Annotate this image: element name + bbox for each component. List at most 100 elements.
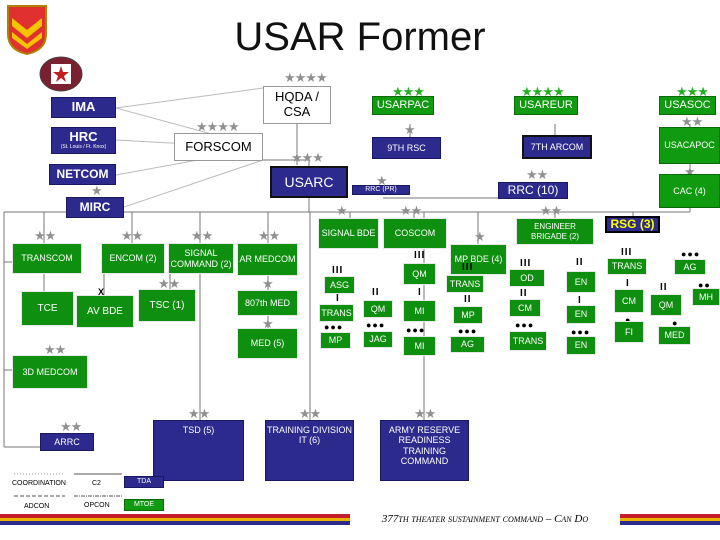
hrc-box[interactable]: HRC (St. Louis / Ft. Knox)	[51, 127, 116, 154]
two-star-rank-icon: ★★	[121, 228, 143, 243]
qm-box[interactable]: QM	[363, 300, 393, 318]
trans-box[interactable]: TRANS	[319, 304, 354, 322]
one-star-rank-icon: ★	[376, 173, 388, 188]
tce-box[interactable]: TCE	[21, 291, 74, 326]
en-battalion-box[interactable]: EN	[566, 271, 596, 293]
arrc-box[interactable]: ARRC	[40, 433, 94, 451]
army-reserve-readiness-box[interactable]: ARMY RESERVE READINESS TRAINING COMMAND	[380, 420, 469, 481]
brigade-echelon-marker: X	[98, 287, 106, 297]
mi-platoon-box[interactable]: MI	[403, 336, 436, 356]
three-star-rank-icon: ★★★	[676, 84, 709, 99]
squad-echelon-marker: ●●	[698, 280, 711, 290]
engineer-brigade-box[interactable]: ENGINEER BRIGADE (2)	[516, 218, 594, 245]
group-echelon-marker: III	[332, 265, 344, 276]
807th-med-box[interactable]: 807th MED	[237, 290, 298, 316]
platoon-echelon-marker: ●●●	[681, 249, 701, 259]
netcom-box[interactable]: NETCOM	[49, 164, 116, 185]
two-star-rank-icon: ★★	[44, 342, 66, 357]
trans-platoon-box[interactable]: TRANS	[509, 331, 547, 351]
two-star-rank-icon: ★★	[414, 406, 436, 421]
signal-bde-box[interactable]: SIGNAL BDE	[318, 218, 379, 249]
one-star-rank-icon: ★	[684, 164, 696, 179]
one-star-rank-icon: ★	[262, 276, 274, 291]
two-star-rank-icon: ★★	[188, 406, 210, 421]
three-star-rank-icon: ★★★	[392, 84, 425, 99]
med-box[interactable]: MED	[658, 326, 691, 345]
mh-box[interactable]: MH	[692, 288, 720, 306]
usarpac-box[interactable]: USARPAC	[372, 96, 434, 115]
usareur-box[interactable]: USAREUR	[514, 96, 578, 115]
ar-medcom-box[interactable]: AR MEDCOM	[237, 243, 298, 276]
jag-box[interactable]: JAG	[363, 331, 393, 348]
9th-rsc-box[interactable]: 9TH RSC	[372, 137, 441, 159]
cm-company-box[interactable]: CM	[614, 289, 644, 313]
mp-bde-box[interactable]: MP BDE (4)	[450, 244, 507, 275]
ag-box[interactable]: AG	[450, 336, 485, 353]
one-star-rank-icon: ★	[262, 316, 274, 331]
forscom-box[interactable]: FORSCOM	[174, 133, 263, 161]
coscom-box[interactable]: COSCOM	[383, 218, 447, 249]
3d-medcom-box[interactable]: 3D MEDCOM	[12, 355, 88, 389]
legend-adcon: ADCON	[24, 503, 50, 510]
cac-box[interactable]: CAC (4)	[659, 174, 720, 208]
two-star-rank-icon: ★★	[258, 228, 280, 243]
en-company-box[interactable]: EN	[566, 305, 596, 324]
four-star-rank-icon: ★★★★	[196, 119, 240, 134]
trans-rsg-box[interactable]: TRANS	[607, 258, 647, 275]
two-star-rank-icon: ★★	[191, 228, 213, 243]
ag-platoon-box[interactable]: AG	[674, 259, 706, 275]
hqda-csa-box[interactable]: HQDA / CSA	[263, 86, 331, 124]
ima-box[interactable]: IMA	[51, 97, 116, 118]
7th-arcom-box[interactable]: 7TH ARCOM	[522, 135, 592, 159]
encom-box[interactable]: ENCOM (2)	[101, 243, 165, 274]
usacapoc-box[interactable]: USACAPOC	[659, 127, 720, 164]
fi-box[interactable]: FI	[614, 321, 644, 343]
unit-patch-logo	[7, 5, 47, 56]
two-star-rank-icon: ★★	[526, 167, 548, 182]
platoon-echelon-marker: ●●●	[324, 322, 344, 332]
section-echelon-marker: ●	[625, 315, 632, 325]
signal-command-box[interactable]: SIGNAL COMMAND (2)	[168, 243, 234, 274]
battalion-echelon-marker: II	[372, 287, 380, 298]
group-echelon-marker: III	[621, 247, 633, 258]
legend-opcon: OPCON	[84, 502, 110, 509]
qm-group-box[interactable]: QM	[403, 263, 436, 285]
platoon-echelon-marker: ●●●	[515, 320, 535, 330]
rsg-3-box[interactable]: RSG (3)	[605, 216, 660, 233]
training-division-box[interactable]: TRAINING DIVISION IT (6)	[265, 420, 354, 481]
footer-motto: 377th theater sustainment command – Can …	[350, 510, 620, 528]
two-star-rank-icon: ★★	[158, 276, 180, 291]
usarc-box[interactable]: USARC	[270, 166, 348, 198]
one-star-rank-icon: ★	[474, 229, 486, 244]
en-platoon-box[interactable]: EN	[566, 336, 596, 355]
two-star-rank-icon: ★★	[34, 228, 56, 243]
rrc-10-box[interactable]: RRC (10)	[498, 182, 568, 199]
mi-box[interactable]: MI	[403, 300, 436, 322]
usasoc-box[interactable]: USASOC	[659, 96, 716, 115]
od-box[interactable]: OD	[509, 269, 545, 287]
transcom-box[interactable]: TRANSCOM	[12, 243, 82, 274]
cm-box[interactable]: CM	[509, 299, 541, 317]
med-5-box[interactable]: MED (5)	[237, 328, 298, 359]
mp-battalion-box[interactable]: MP	[453, 306, 483, 324]
two-star-rank-icon: ★★	[540, 203, 562, 218]
one-star-rank-icon: ★	[336, 203, 348, 218]
one-star-rank-icon: ★	[404, 122, 416, 137]
mp-box[interactable]: MP	[320, 332, 351, 349]
company-echelon-marker: I	[578, 295, 582, 306]
qm-battalion-box[interactable]: QM	[650, 294, 682, 316]
trans-group-box[interactable]: TRANS	[446, 275, 484, 293]
asg-box[interactable]: ASG	[324, 276, 355, 294]
av-bde-box[interactable]: AV BDE	[76, 295, 134, 328]
rrc-pr-box[interactable]: RRC (PR)	[352, 185, 410, 195]
tsc-box[interactable]: TSC (1)	[138, 289, 196, 322]
two-star-rank-icon: ★★	[299, 406, 321, 421]
group-echelon-marker: III	[520, 258, 532, 269]
platoon-echelon-marker: ●●●	[458, 326, 478, 336]
group-echelon-marker: III	[462, 262, 474, 273]
battalion-echelon-marker: II	[520, 288, 528, 299]
two-star-rank-icon: ★★	[681, 114, 703, 129]
tsd-box[interactable]: TSD (5)	[153, 420, 244, 481]
four-star-rank-icon: ★★★★	[284, 70, 328, 85]
mirc-box[interactable]: MIRC	[66, 197, 124, 218]
